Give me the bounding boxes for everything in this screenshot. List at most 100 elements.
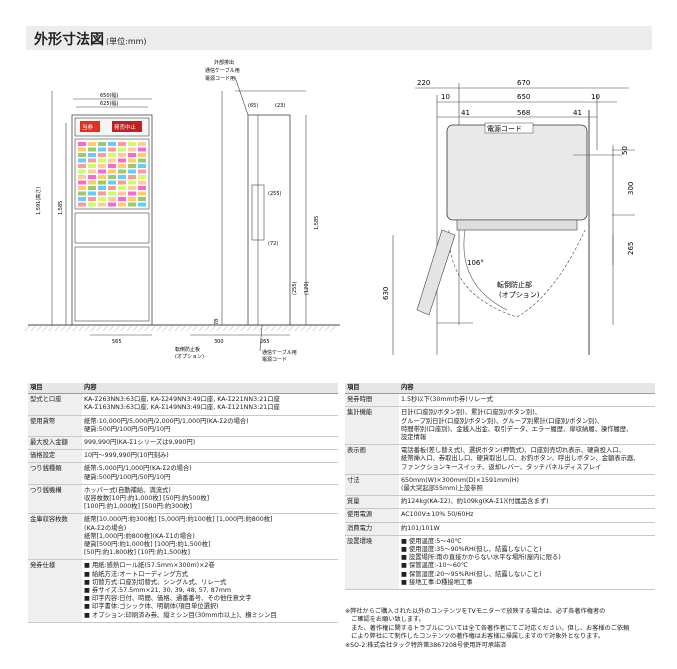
footnote-line: ご確認をお願い致します。 (345, 616, 425, 624)
floor-hatch (78, 324, 85, 332)
menu-button-swatch (78, 197, 86, 201)
stopper-label-1: 転倒防止部 (497, 280, 532, 289)
menu-button-swatch (88, 153, 96, 157)
floor-hatch (114, 324, 121, 332)
spec-value-line: 紙幣[1,000円:約800枚](KA-Σ1の場合) (84, 532, 195, 540)
spec-value-line: ■ 印字内容:日付、時間、価格、通番番号、その他任意文字 (84, 595, 252, 603)
menu-button-swatch (138, 186, 146, 190)
spec-key: 使用電源 (345, 508, 399, 523)
floor-hatch (240, 324, 247, 332)
spec-row: つり銭機構ホッパー式(自動補給、満流式)収容枚数[10円:約1,000枚] [5… (28, 484, 338, 515)
menu-button-swatch (108, 202, 116, 207)
col-header-item: 項目 (345, 383, 399, 395)
dim-top-2: (23) (275, 103, 285, 109)
dim-height-machine: 1,585 (58, 201, 64, 215)
spec-value-line: ファンクションキースイッチ、返却レバー、タッチパネルディスプレイ (401, 463, 602, 471)
floor-hatch (84, 324, 91, 332)
spec-value-line: 10円〜999,990円(10円刻み) (84, 452, 169, 460)
floor-hatch (108, 324, 115, 332)
menu-button-swatch (88, 191, 96, 196)
menu-button-swatch (98, 158, 106, 163)
menu-button-swatch (108, 191, 116, 196)
spec-value: 1.5秒以下(30mm巾券)リレー式 (399, 393, 655, 408)
menu-button-swatch (88, 202, 96, 207)
menu-button-swatch (118, 197, 126, 201)
floor-hatch (270, 324, 277, 332)
menu-button-swatch (88, 186, 96, 190)
callout-bottom-4: 電源コード (262, 356, 287, 363)
menu-button-swatch (78, 175, 86, 179)
spec-value-line: 硬貨:500円/100円/50円/10円 (84, 425, 171, 433)
menu-button-swatch (108, 186, 116, 190)
floor-hatch (30, 324, 37, 332)
floor-hatch (216, 324, 223, 332)
spec-value: 紙幣:5,000円/1,000円(KA-Σ2の場合)硬貨:500円/100円/5… (82, 462, 338, 485)
spec-key: 最大投入金額 (28, 436, 82, 451)
spec-value-line: ■ 切替方式:口座別切替式、シングル式、リレー式 (84, 578, 227, 586)
floor-hatch (210, 324, 217, 332)
side-dim-total: 1,585 (314, 216, 320, 230)
menu-button-swatch (138, 191, 146, 196)
floor-hatch (288, 324, 295, 332)
spec-value-line: ■ 券サイズ:57.5mm×21, 30, 39, 48, 57, 87mm (84, 587, 231, 595)
menu-button-swatch (78, 180, 86, 185)
floor-hatch (174, 324, 181, 332)
menu-button-swatch (138, 175, 146, 179)
floor-hatch (36, 324, 43, 332)
spec-value-line: ■ 用紙:感熱ロール紙(57.5mm×300m)×2巻 (84, 562, 215, 570)
footnote-line: ※SO-2:株式会社タック特許第3867208号使用許可承諾済 (345, 641, 507, 649)
dim-300: 300 (627, 182, 635, 195)
spec-value-line: 電話番板(差し替え式)、選択ボタン(押筒式)、口座別売切れ表示、硬貨投入口、 (401, 447, 625, 455)
spec-value-line: 1.5秒以下(30mm巾券)リレー式 (401, 396, 493, 404)
floor-hatch (144, 324, 151, 332)
spec-value-line: グループ別日計(口座別/ボタン別)、グループ別累計(口座別/ボタン別)、 (401, 417, 604, 425)
menu-button-swatch (118, 186, 126, 190)
footnote-line: また、著作権に関するトラブルについては全て各著作者にてご対応ください。但し、お客… (345, 624, 630, 632)
menu-button-swatch (138, 153, 146, 157)
menu-button-swatch (78, 142, 86, 146)
menu-button-swatch (138, 158, 146, 163)
menu-button-swatch (88, 164, 96, 168)
callout-top-1: 外部排出 (214, 59, 234, 66)
floor-hatch (90, 324, 97, 332)
spec-row: 発券仕様■ 用紙:感熱ロール紙(57.5mm×300m)×2巻■ 給紙方法:オー… (28, 559, 338, 623)
spec-value: AC100V±10% 50/60Hz (399, 508, 655, 523)
spec-key: 発券時間 (345, 393, 399, 408)
floor-hatch (24, 324, 31, 332)
menu-button-swatch (128, 169, 136, 174)
dim-630: 630 (382, 287, 390, 300)
spec-key: 消費電力 (345, 522, 399, 536)
menu-button-swatch (128, 147, 136, 152)
spec-key: 集計機能 (345, 406, 399, 446)
floor-hatch (234, 324, 241, 332)
spec-key: 質量 (345, 495, 399, 510)
floor-hatch (66, 324, 73, 332)
section-header: 外形寸法図(単位:mm) (26, 26, 652, 50)
menu-button-swatch (88, 147, 96, 152)
unit-label: (単位:mm) (106, 37, 147, 46)
menu-button-swatch (98, 175, 106, 179)
spec-value-line: [50円:約1,800枚] [10円:約1,500枚] (84, 549, 190, 557)
menu-button-swatch (138, 180, 146, 185)
spec-value-line: ■ 接地工事:D種接地工事 (401, 578, 473, 586)
spec-key: 使用貨幣 (28, 415, 82, 438)
floor-hatch (96, 324, 103, 332)
spec-value-line: (最大突起部55mm)上設参照 (401, 485, 483, 493)
spec-value-line: 硬貨:500円/100円/50円/10円 (84, 473, 171, 481)
menu-button-swatch (128, 158, 136, 163)
top-dim-670: 670 (517, 79, 530, 87)
menu-button-swatch (118, 147, 126, 152)
spec-row: 設置環境■ 使用温度:5〜40℃■ 使用湿度:35〜90%RH(但し、結露しない… (345, 535, 655, 591)
spec-value-line: ■ 保管湿度:20〜95%RH(但し、結露しないこと) (401, 570, 542, 578)
spec-value: ホッパー式(自動補給、満流式)収容枚数[10円:約1,000枚] [50円:約5… (82, 484, 338, 515)
menu-button-swatch (78, 153, 86, 157)
floor-hatch (204, 324, 211, 332)
spec-value-line: 紙幣:5,000円/1,000円(KA-Σ2の場合) (84, 465, 192, 473)
spec-value-line: ■ 使用温度:5〜40℃ (401, 537, 462, 545)
side-dim-4: (120) (304, 282, 310, 295)
spec-value-line: ホッパー式(自動補給、満流式) (84, 486, 171, 494)
